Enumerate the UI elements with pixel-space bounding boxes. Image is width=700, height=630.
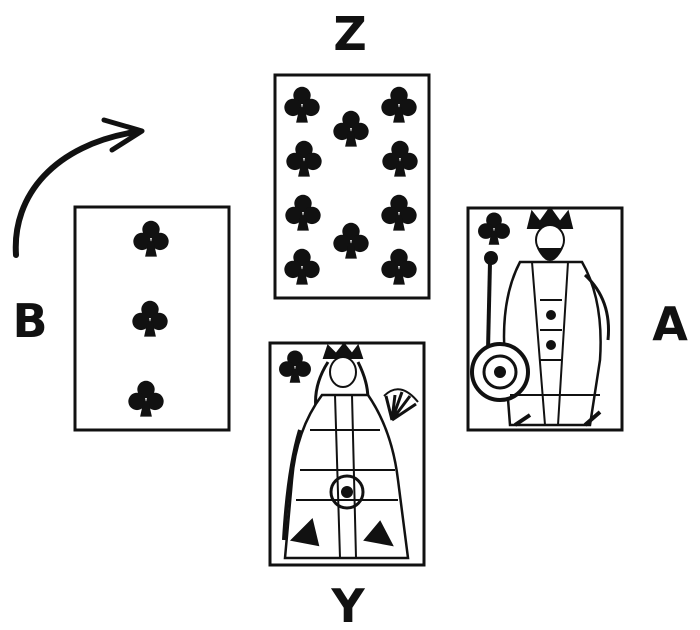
card-three-of-clubs bbox=[73, 205, 231, 432]
curved-arrow-icon bbox=[12, 117, 145, 258]
card-nine-of-clubs bbox=[273, 73, 431, 300]
seat-label-south: Y bbox=[330, 579, 365, 630]
seat-label-north: Z bbox=[333, 7, 366, 61]
card-queen-of-clubs bbox=[268, 341, 426, 567]
seat-label-east: A bbox=[652, 297, 688, 351]
card-king-of-clubs bbox=[466, 206, 624, 432]
king-figure-icon bbox=[470, 206, 611, 427]
queen-figure-icon bbox=[282, 342, 419, 560]
seat-label-west: B bbox=[12, 294, 47, 348]
